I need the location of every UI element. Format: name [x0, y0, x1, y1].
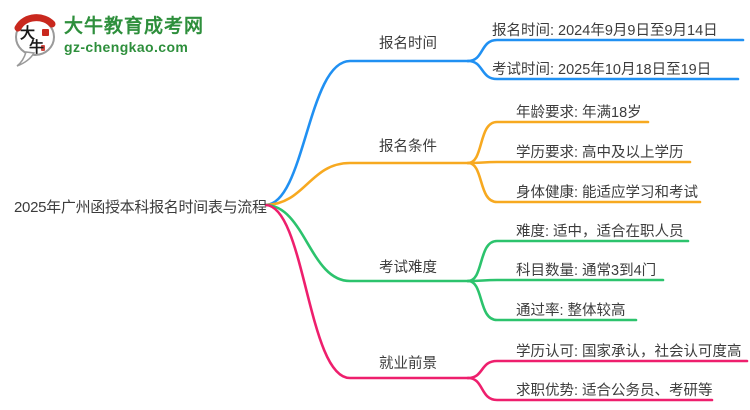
leaf-subject-count: 科目数量: 通常3到4门 [516, 263, 657, 279]
trunk-career-prospects [264, 203, 470, 380]
branch-signup-conditions: 报名条件 [379, 139, 437, 155]
bubble-tail [16, 51, 36, 67]
speech-bubble-logo-icon: 大 牛 [14, 14, 56, 67]
leaf-health-requirement: 身体健康: 能适应学习和考试 [516, 185, 699, 201]
wire-exam-date [466, 59, 740, 81]
brand-title: 大牛教育成考网 [64, 16, 205, 37]
trunk-exam-difficulty [264, 203, 470, 283]
site-logo: 大 牛 大牛教育成考网 gz-chengkao.com [14, 10, 234, 67]
wire-education-requirement [466, 160, 692, 165]
leaf-education-requirement: 学历要求: 高中及以上学历 [516, 145, 684, 161]
wire-degree-recognition [466, 359, 749, 380]
leaf-pass-rate: 通过率: 整体较高 [516, 303, 626, 319]
brand-subtitle: gz-chengkao.com [64, 39, 189, 55]
leaf-degree-recognition: 学历认可: 国家承认，社会认可度高 [516, 344, 742, 360]
wire-health-requirement [466, 161, 702, 204]
wire-difficulty [466, 239, 690, 283]
branch-career-prospects: 就业前景 [379, 356, 437, 372]
leaf-age-requirement: 年龄要求: 年满18岁 [516, 105, 642, 121]
leaf-exam-date: 考试时间: 2025年10月18日至19日 [492, 62, 712, 78]
red-seal-icon [42, 29, 49, 36]
red-arc [14, 14, 56, 32]
wire-job-advantage [466, 376, 714, 402]
wire-age-requirement [466, 120, 650, 165]
wire-subject-count [466, 278, 665, 283]
branch-exam-difficulty: 考试难度 [379, 260, 437, 276]
trunk-signup-time [264, 59, 470, 207]
leaf-difficulty: 难度: 适中，适合在职人员 [516, 224, 684, 240]
logo-char-bottom: 牛 [29, 38, 44, 56]
root-topic: 2025年广州函授本科报名时间表与流程 [14, 199, 267, 216]
logo-char-top: 大 [20, 24, 35, 42]
trunk-signup-conditions [264, 161, 470, 207]
leaf-signup-date: 报名时间: 2024年9月9日至9月14日 [492, 23, 718, 39]
leaf-job-advantage: 求职优势: 适合公务员、考研等 [516, 383, 713, 399]
red-mark-icon [41, 45, 45, 51]
wire-pass-rate [466, 279, 638, 322]
branch-signup-time: 报名时间 [379, 36, 437, 52]
